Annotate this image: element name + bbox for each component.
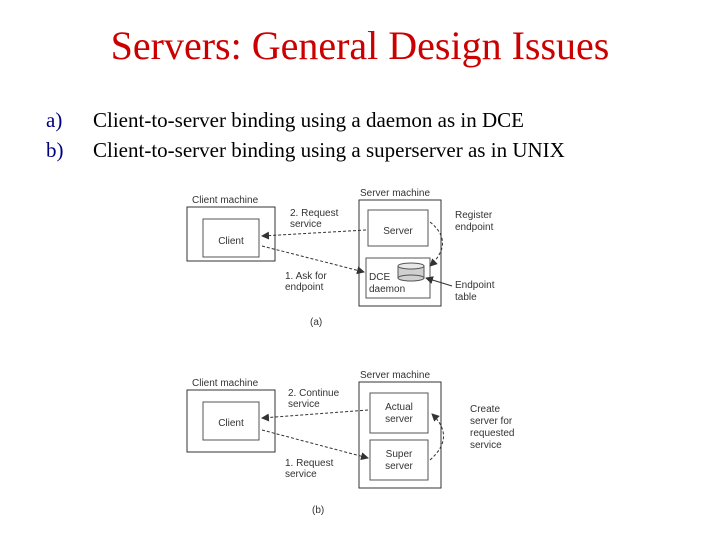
b-actual-label: Actual [385,402,413,413]
bullet-b-text: Client-to-server binding using a superse… [93,138,565,162]
a-client-machine-box [186,206,276,262]
a-client-box [202,218,260,258]
a-register-arrow [429,221,443,267]
a-ask-endpoint-2: endpoint [285,282,324,293]
a-ask-endpoint-1: 1. Ask for [285,271,327,282]
b-continue-arrow [261,409,369,422]
diagram-a: Client machine Client Server machine Ser… [186,188,495,328]
b-actual-server-box [369,392,429,434]
page-title: Servers: General Design Issues [110,23,610,68]
b-create-server-4: service [470,440,502,451]
a-request-service-1: 2. Request [290,208,339,219]
endpoint-table-icon [397,262,425,282]
a-register-endpoint-2: endpoint [455,222,494,233]
a-server-machine-box [358,199,442,307]
b-client-label: Client [218,418,244,429]
a-request-service-2: service [290,219,322,230]
a-client-label: Client [218,236,244,247]
diagram-b: Client machine Client Server machine Act… [186,370,514,516]
b-server-machine-box [358,381,442,489]
b-request-arrow [261,429,369,461]
b-client-box [202,401,260,441]
a-request-arrow [261,229,367,240]
b-super-server-box [369,439,429,481]
a-server-label: Server [383,226,413,237]
bullet-a-mark: a) [46,108,63,132]
b-continue-service-2: service [288,399,320,410]
b-create-arrow [429,413,444,461]
b-create-server-3: requested [470,428,514,439]
b-create-server-1: Create [470,404,500,415]
b-request-service-2: service [285,469,317,480]
bullet-a: a) Client-to-server binding using a daemo… [46,108,524,133]
a-daemon-label: daemon [369,284,405,295]
a-caption: (a) [310,317,322,328]
a-dce-label: DCE [369,272,390,283]
a-endpoint-table-1: Endpoint [455,280,495,291]
bullet-a-text: Client-to-server binding using a daemon … [93,108,525,132]
a-server-machine-label: Server machine [360,188,430,199]
b-client-machine-label: Client machine [192,378,259,389]
b-super-label: Super [386,449,413,460]
a-register-endpoint-1: Register [455,210,493,221]
b-super-server-label: server [385,461,413,472]
b-actual-server-label: server [385,414,413,425]
bullet-b-mark: b) [46,138,64,162]
b-caption: (b) [312,505,324,516]
a-endpoint-table-2: table [455,292,477,303]
b-client-machine-box [186,389,276,453]
b-request-service-1: 1. Request [285,458,334,469]
b-create-server-2: server for [470,416,513,427]
a-endpoint-table-pointer [425,276,453,287]
b-server-machine-label: Server machine [360,370,430,381]
b-continue-service-1: 2. Continue [288,388,340,399]
bullet-b: b) Client-to-server binding using a super… [46,138,565,163]
a-client-machine-label: Client machine [192,195,259,206]
a-server-box [367,209,429,247]
a-ask-arrow [261,245,365,275]
